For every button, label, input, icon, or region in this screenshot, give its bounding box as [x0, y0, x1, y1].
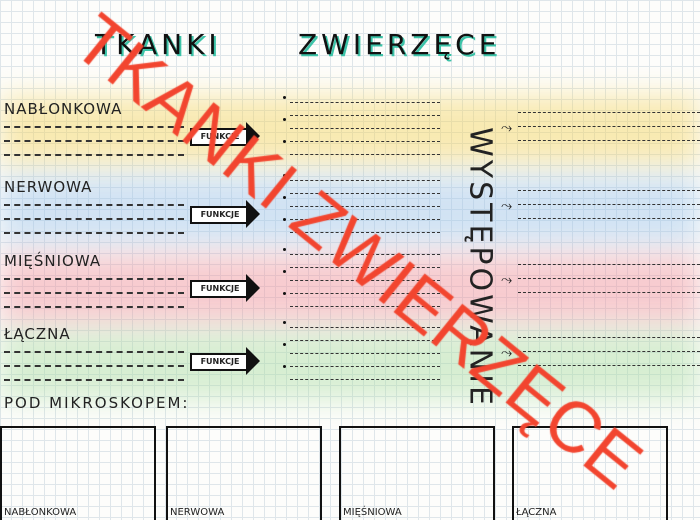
function-line[interactable]	[290, 327, 440, 328]
answer-line[interactable]	[4, 140, 184, 142]
occurrence-line[interactable]	[518, 190, 700, 191]
microscope-heading: POD MIKROSKOPEM:	[4, 394, 190, 412]
arrow-head-icon	[246, 122, 260, 150]
answer-line[interactable]	[4, 379, 184, 381]
box-label: NERWOWA	[170, 507, 225, 518]
function-line[interactable]	[290, 353, 440, 354]
functions-label: FUNKCJE	[190, 206, 250, 224]
bullet-dot	[283, 96, 286, 99]
function-line[interactable]	[290, 293, 440, 294]
functions-arrow: FUNKCJE	[190, 274, 260, 302]
arrow-head-icon	[246, 274, 260, 302]
function-line[interactable]	[290, 128, 440, 129]
function-line[interactable]	[290, 180, 440, 181]
occurrence-line[interactable]	[518, 292, 700, 293]
occurrence-label: WYSTĘPOWANIE	[462, 127, 498, 408]
function-line[interactable]	[290, 379, 440, 380]
function-line[interactable]	[290, 115, 440, 116]
functions-label: FUNKCJE	[190, 280, 250, 298]
box-label: MIĘŚNIOWA	[343, 507, 402, 518]
answer-line[interactable]	[4, 204, 184, 206]
tissue-label: NERWOWA	[4, 178, 93, 196]
bullet-dot	[283, 270, 286, 273]
function-line[interactable]	[290, 254, 440, 255]
answer-line[interactable]	[4, 365, 184, 367]
arrow-head-icon	[246, 200, 260, 228]
function-line[interactable]	[290, 232, 440, 233]
answer-line[interactable]	[4, 351, 184, 353]
occurrence-line[interactable]	[518, 337, 700, 338]
title-word-2: ZWIERZĘCE	[298, 28, 501, 61]
blue-band	[0, 175, 700, 245]
title-word-1: TKANKI	[95, 28, 221, 61]
functions-label: FUNKCJE	[190, 128, 250, 146]
answer-line[interactable]	[4, 306, 184, 308]
function-line[interactable]	[290, 267, 440, 268]
function-line[interactable]	[290, 141, 440, 142]
bullet-dot	[283, 196, 286, 199]
function-line[interactable]	[290, 206, 440, 207]
function-line[interactable]	[290, 306, 440, 307]
bullet-dot	[283, 248, 286, 251]
bullet-dot	[283, 174, 286, 177]
function-line[interactable]	[290, 280, 440, 281]
squiggle-arrow-icon: ⤳	[501, 120, 513, 136]
function-line[interactable]	[290, 340, 440, 341]
occurrence-line[interactable]	[518, 204, 700, 205]
function-line[interactable]	[290, 193, 440, 194]
answer-line[interactable]	[4, 218, 184, 220]
arrow-head-icon	[246, 347, 260, 375]
functions-arrow: FUNKCJE	[190, 122, 260, 150]
bullet-dot	[283, 118, 286, 121]
functions-label: FUNKCJE	[190, 353, 250, 371]
box-label: NABŁONKOWA	[4, 507, 77, 518]
squiggle-arrow-icon: ⤳	[501, 345, 513, 361]
bullet-dot	[283, 365, 286, 368]
functions-arrow: FUNKCJE	[190, 200, 260, 228]
drawing-box-nablonkowa[interactable]: NABŁONKOWA	[0, 426, 156, 520]
bullet-dot	[283, 140, 286, 143]
red-band	[0, 255, 700, 325]
occurrence-line[interactable]	[518, 278, 700, 279]
tissue-label: NABŁONKOWA	[4, 100, 123, 118]
answer-line[interactable]	[4, 278, 184, 280]
occurrence-line[interactable]	[518, 140, 700, 141]
drawing-box-nerwowa[interactable]: NERWOWA	[166, 426, 322, 520]
function-line[interactable]	[290, 219, 440, 220]
answer-line[interactable]	[4, 154, 184, 156]
tissue-label: ŁĄCZNA	[4, 325, 71, 343]
drawing-box-laczna[interactable]: ŁĄCZNA	[512, 426, 668, 520]
bullet-dot	[283, 321, 286, 324]
bullet-dot	[283, 343, 286, 346]
drawing-box-miesniowa[interactable]: MIĘŚNIOWA	[339, 426, 495, 520]
answer-line[interactable]	[4, 292, 184, 294]
squiggle-arrow-icon: ⤳	[501, 272, 513, 288]
function-line[interactable]	[290, 102, 440, 103]
function-line[interactable]	[290, 154, 440, 155]
occurrence-line[interactable]	[518, 365, 700, 366]
answer-line[interactable]	[4, 126, 184, 128]
occurrence-line[interactable]	[518, 264, 700, 265]
box-label: ŁĄCZNA	[516, 507, 557, 518]
occurrence-line[interactable]	[518, 126, 700, 127]
function-line[interactable]	[290, 366, 440, 367]
squiggle-arrow-icon: ⤳	[501, 198, 513, 214]
tissue-label: MIĘŚNIOWA	[4, 252, 102, 270]
occurrence-line[interactable]	[518, 218, 700, 219]
bullet-dot	[283, 292, 286, 295]
answer-line[interactable]	[4, 232, 184, 234]
bullet-dot	[283, 218, 286, 221]
occurrence-line[interactable]	[518, 112, 700, 113]
functions-arrow: FUNKCJE	[190, 347, 260, 375]
occurrence-line[interactable]	[518, 351, 700, 352]
